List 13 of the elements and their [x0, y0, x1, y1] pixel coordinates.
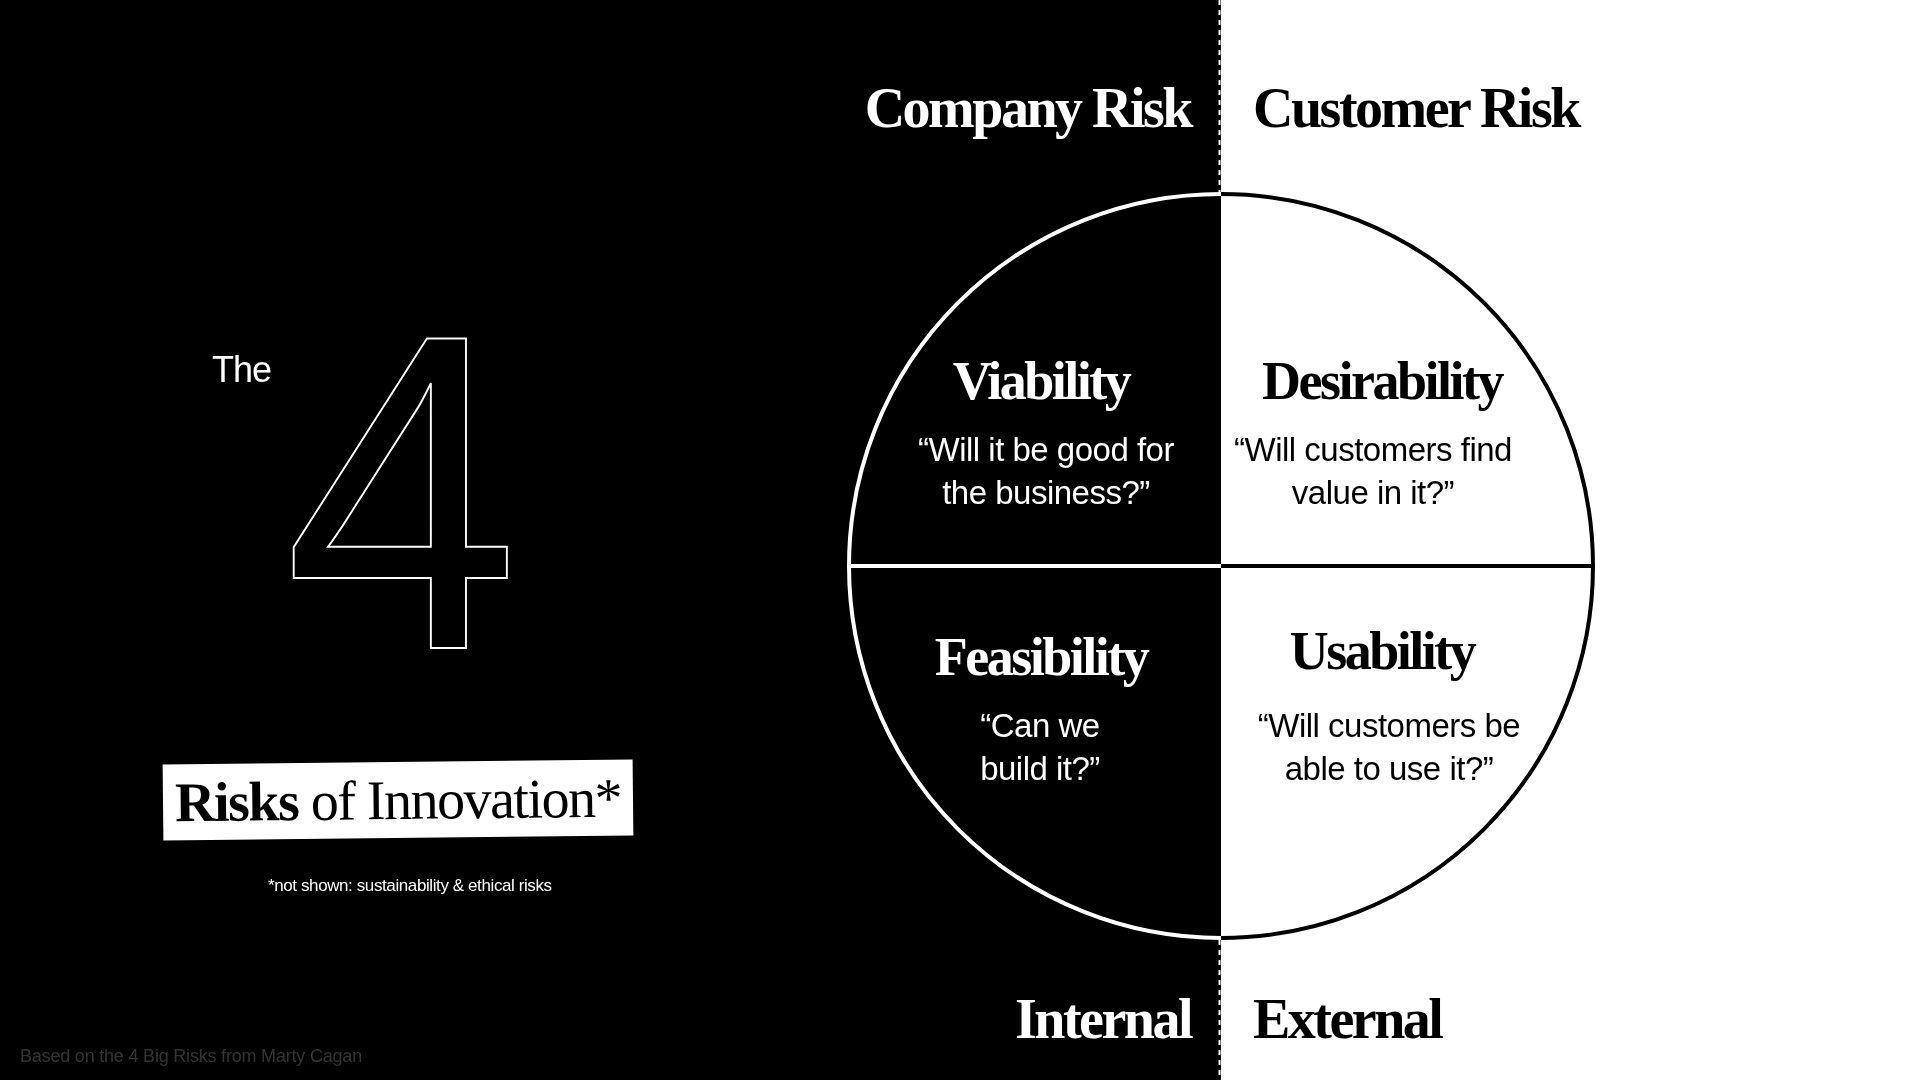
side-heading: Customer Risk	[1253, 80, 1579, 136]
side-label: External	[1253, 991, 1442, 1047]
title-numeral: 4	[284, 330, 520, 654]
quadrant-segment	[847, 564, 1221, 940]
title-banner: Risks of Innovation*	[162, 759, 634, 841]
risk-question: “Will customers be able to use it?”	[1256, 706, 1522, 789]
risk-question: “Will it be good for the business?”	[917, 430, 1175, 513]
risk-question: “Can we build it?”	[979, 706, 1101, 789]
footnote: *not shown: sustainability & ethical risks	[268, 876, 552, 897]
risk-question: “Will customers find value in it?”	[1233, 430, 1513, 513]
title-word: The	[212, 352, 272, 388]
quadrant-segment	[1221, 564, 1595, 940]
side-label: Internal	[1015, 991, 1191, 1047]
